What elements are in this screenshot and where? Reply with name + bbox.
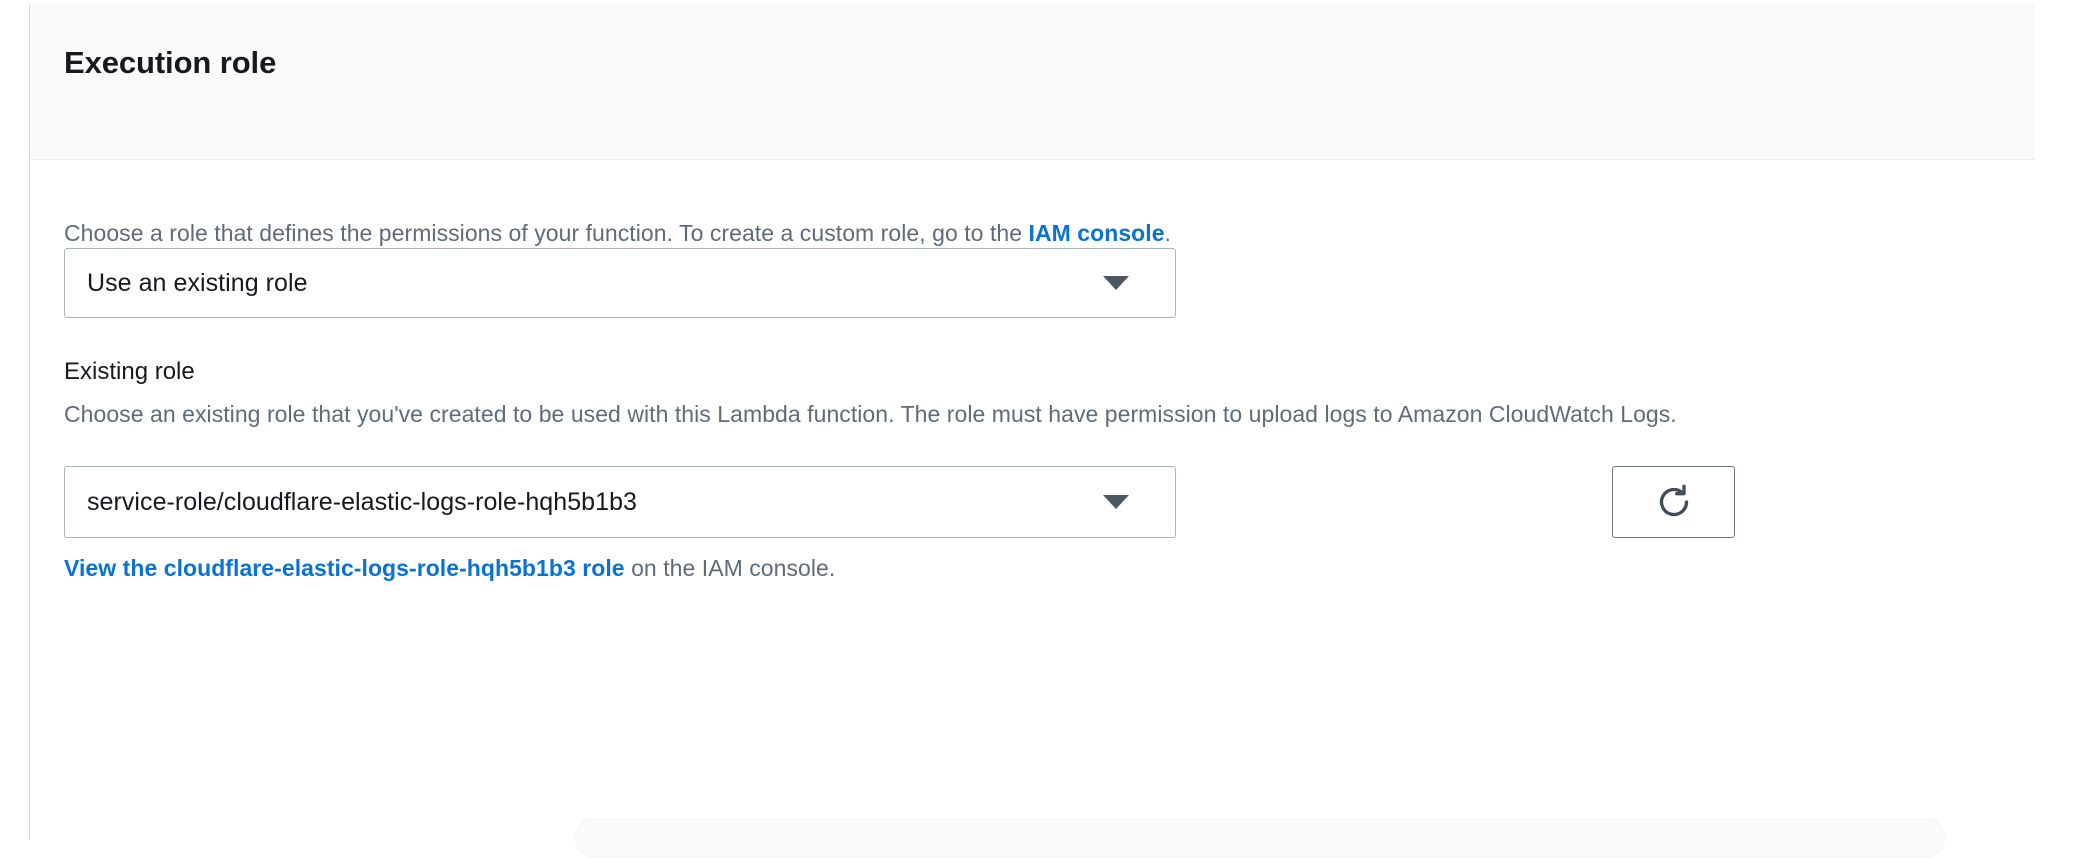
refresh-icon [1659, 484, 1688, 517]
chevron-down-icon [1103, 495, 1129, 509]
existing-role-select[interactable]: service-role/cloudflare-elastic-logs-rol… [64, 466, 1176, 538]
partial-card-below [575, 818, 1945, 858]
execution-role-description-suffix: . [1164, 220, 1171, 246]
clipped-heading-above: · · · · · · [0, 0, 2088, 4]
panel-body: Choose a role that defines the permissio… [30, 161, 2035, 840]
execution-role-panel: Execution role Choose a role that define… [29, 4, 2035, 840]
role-type-select[interactable]: Use an existing role [64, 248, 1176, 318]
view-role-link-suffix: on the IAM console. [624, 555, 836, 581]
panel-header: Execution role [30, 4, 2035, 160]
existing-role-label: Existing role [64, 358, 195, 385]
execution-role-description-prefix: Choose a role that defines the permissio… [64, 220, 1029, 246]
refresh-roles-button[interactable] [1612, 466, 1735, 538]
iam-console-link[interactable]: IAM console [1028, 220, 1165, 246]
existing-role-select-value: service-role/cloudflare-elastic-logs-rol… [87, 487, 637, 516]
role-type-select-value: Use an existing role [87, 268, 308, 297]
page-title: Execution role [64, 45, 277, 80]
view-role-line: View the cloudflare-elastic-logs-role-hq… [64, 552, 1964, 584]
view-role-link[interactable]: View the cloudflare-elastic-logs-role-hq… [64, 555, 625, 581]
execution-role-description: Choose a role that defines the permissio… [64, 217, 1964, 249]
existing-role-description: Choose an existing role that you've crea… [64, 401, 1677, 427]
chevron-down-icon [1103, 276, 1129, 290]
